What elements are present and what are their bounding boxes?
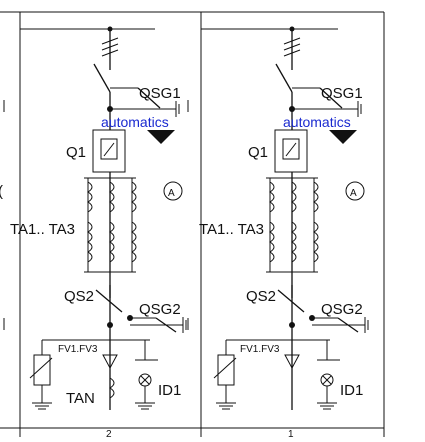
label-fuses-2: FV1.FV3 — [58, 344, 98, 355]
label-current-transformers-1: TA1.. TA3 — [199, 221, 264, 238]
label-automation-1: automatics — [283, 114, 351, 130]
label-fuses-1: FV1.FV3 — [240, 344, 280, 355]
panel-number-2: 2 — [106, 429, 112, 437]
label-ammeter-1: A — [350, 188, 357, 199]
label-breaker-2: Q1 — [66, 144, 86, 161]
feeder-column-2 — [29, 26, 187, 410]
label-voltage-transformer-2: TAN — [66, 390, 95, 407]
panel-number-1: 1 — [288, 429, 294, 437]
label-earth-switch-bottom-1: QSG2 — [321, 301, 363, 318]
label-earth-switch-bottom-2: QSG2 — [139, 301, 181, 318]
edge-fragment: ( — [0, 183, 3, 200]
label-automation-2: automatics — [101, 114, 169, 130]
label-indicator-1: ID1 — [340, 382, 363, 399]
label-disconnector-2: QS2 — [64, 288, 94, 305]
label-ammeter-2: A — [168, 188, 175, 199]
label-current-transformers-2: TA1.. TA3 — [10, 221, 75, 238]
feeder-column-1 — [213, 26, 369, 410]
label-disconnector-1: QS2 — [246, 288, 276, 305]
label-indicator-2: ID1 — [158, 382, 181, 399]
panel-frame: ( — [0, 11, 385, 437]
label-earth-switch-top-2: QSG1 — [139, 85, 181, 102]
label-breaker-1: Q1 — [248, 144, 268, 161]
label-earth-switch-top-1: QSG1 — [321, 85, 363, 102]
